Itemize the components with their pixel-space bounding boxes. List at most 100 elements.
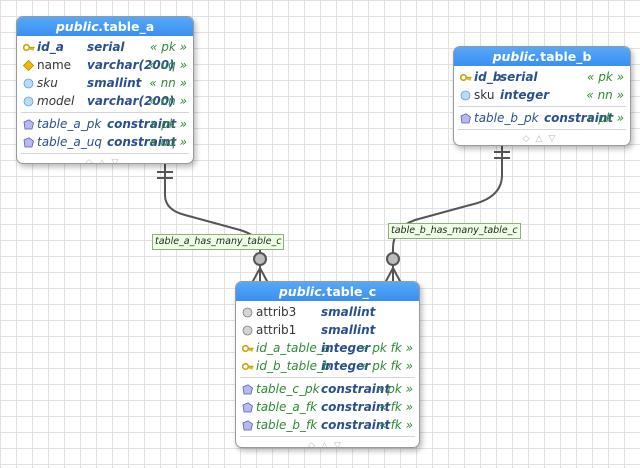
column-row[interactable]: model varchar(200) « nn » — [17, 92, 193, 110]
section-divider — [458, 106, 626, 107]
primary-key-icon — [23, 42, 35, 53]
column-name: sku — [37, 76, 58, 90]
entity-header-table-b[interactable]: public.table_b — [454, 47, 630, 66]
constraint-row[interactable]: table_a_uq constraint « uq » — [17, 133, 193, 151]
constraint-type: constraint — [107, 135, 177, 149]
constraint-type: constraint — [321, 382, 391, 396]
column-circle-icon — [460, 90, 471, 101]
column-type: integer — [321, 341, 371, 355]
column-type: smallint — [321, 323, 376, 337]
fk-column-row[interactable]: id_a_table_a integer « pk fk » — [236, 339, 419, 357]
entity-header-table-a[interactable]: public.table_a — [17, 17, 193, 36]
column-name: id_a — [37, 40, 64, 54]
entity-table-b[interactable]: public.table_b id_b serial « pk » sku in… — [453, 46, 631, 146]
column-type: smallint — [321, 305, 376, 319]
relationship-label-b-c[interactable]: table_b_has_many_table_c — [388, 223, 521, 239]
one-marker-a — [157, 171, 173, 179]
column-name: name — [37, 58, 72, 72]
entity-footer-controls[interactable]: ◇△▽ — [308, 441, 347, 448]
constraint-type: constraint — [321, 418, 391, 432]
constraint-row[interactable]: table_b_pk constraint « pk » — [454, 109, 630, 127]
unique-diamond-icon — [23, 60, 34, 71]
entity-footer-controls[interactable]: ◇△▽ — [522, 134, 562, 144]
constraint-name: table_a_uq — [37, 135, 102, 149]
column-constraint: « pk fk » — [361, 359, 413, 373]
column-circle-icon — [23, 78, 34, 89]
column-row[interactable]: attrib3 smallint — [236, 303, 419, 321]
column-type: varchar(200) — [87, 94, 175, 108]
constraint-pentagon-icon — [242, 420, 253, 431]
constraint-name: table_b_fk — [256, 418, 318, 432]
entity-table-c[interactable]: public.table_c attrib3 smallint attrib1 … — [235, 281, 420, 448]
one-marker-b — [494, 151, 510, 159]
many-marker-a — [251, 252, 269, 284]
column-constraint: « nn » — [149, 76, 187, 90]
constraint-name: table_a_pk — [37, 117, 102, 131]
column-type: integer — [500, 88, 550, 102]
column-circle-icon — [23, 96, 34, 107]
constraint-kind: « pk » — [375, 382, 413, 396]
constraint-pentagon-icon — [460, 113, 471, 124]
foreign-key-icon — [242, 361, 254, 372]
relationship-line-a-c[interactable] — [164, 162, 261, 270]
constraint-row[interactable]: table_a_fk constraint « fk » — [236, 398, 419, 416]
constraint-kind: « fk » — [379, 418, 413, 432]
constraint-pentagon-icon — [23, 119, 34, 130]
column-row[interactable]: name varchar(200) « uq » — [17, 56, 193, 74]
column-name: id_b_table_b — [256, 359, 331, 373]
relationship-line-b-c[interactable] — [392, 144, 503, 270]
constraint-row[interactable]: table_c_pk constraint « pk » — [236, 380, 419, 398]
primary-key-icon — [460, 72, 472, 83]
table-name: table_b — [540, 49, 592, 64]
column-grey-circle-icon — [242, 325, 253, 336]
column-constraint: « pk » — [586, 70, 624, 84]
table-name: table_a — [103, 19, 155, 34]
column-name: attrib3 — [256, 305, 297, 319]
constraint-pentagon-icon — [242, 384, 253, 395]
fk-column-row[interactable]: id_b_table_b integer « pk fk » — [236, 357, 419, 375]
constraint-kind: « uq » — [149, 135, 187, 149]
constraint-type: constraint — [544, 111, 614, 125]
constraint-row[interactable]: table_b_fk constraint « fk » — [236, 416, 419, 434]
entity-footer-controls[interactable]: ◇△▽ — [85, 158, 125, 164]
constraint-kind: « fk » — [379, 400, 413, 414]
entity-header-table-c[interactable]: public.table_c — [236, 282, 419, 301]
relationship-label-a-c[interactable]: table_a_has_many_table_c — [152, 234, 285, 250]
column-name: id_b — [474, 70, 502, 84]
table-name: table_c — [326, 284, 377, 299]
schema-name: public. — [492, 49, 541, 64]
constraint-kind: « pk » — [586, 111, 624, 125]
section-divider — [240, 377, 415, 378]
section-divider — [21, 153, 189, 154]
column-name: attrib1 — [256, 323, 297, 337]
column-name: model — [37, 94, 75, 108]
column-constraint: « nn » — [586, 88, 624, 102]
foreign-key-icon — [242, 343, 254, 354]
column-type: serial — [500, 70, 538, 84]
column-type: integer — [321, 359, 371, 373]
many-marker-b — [384, 252, 402, 284]
column-name: id_a_table_a — [256, 341, 331, 355]
column-row[interactable]: id_b serial « pk » — [454, 68, 630, 86]
column-row[interactable]: id_a serial « pk » — [17, 38, 193, 56]
column-row[interactable]: sku integer « nn » — [454, 86, 630, 104]
column-constraint: « uq » — [149, 58, 187, 72]
section-divider — [21, 112, 189, 113]
constraint-name: table_a_fk — [256, 400, 317, 414]
constraint-type: constraint — [107, 117, 177, 131]
constraint-pentagon-icon — [242, 402, 253, 413]
column-type: serial — [87, 40, 125, 54]
column-type: smallint — [87, 76, 142, 90]
column-row[interactable]: sku smallint « nn » — [17, 74, 193, 92]
constraint-type: constraint — [321, 400, 391, 414]
constraint-name: table_b_pk — [474, 111, 539, 125]
schema-name: public. — [55, 19, 104, 34]
schema-name: public. — [278, 284, 327, 299]
column-constraint: « pk » — [149, 40, 187, 54]
constraint-kind: « pk » — [149, 117, 187, 131]
constraint-row[interactable]: table_a_pk constraint « pk » — [17, 115, 193, 133]
constraint-pentagon-icon — [23, 137, 34, 148]
column-row[interactable]: attrib1 smallint — [236, 321, 419, 339]
entity-table-a[interactable]: public.table_a id_a serial « pk » name v… — [16, 16, 194, 164]
column-name: sku — [474, 88, 495, 102]
